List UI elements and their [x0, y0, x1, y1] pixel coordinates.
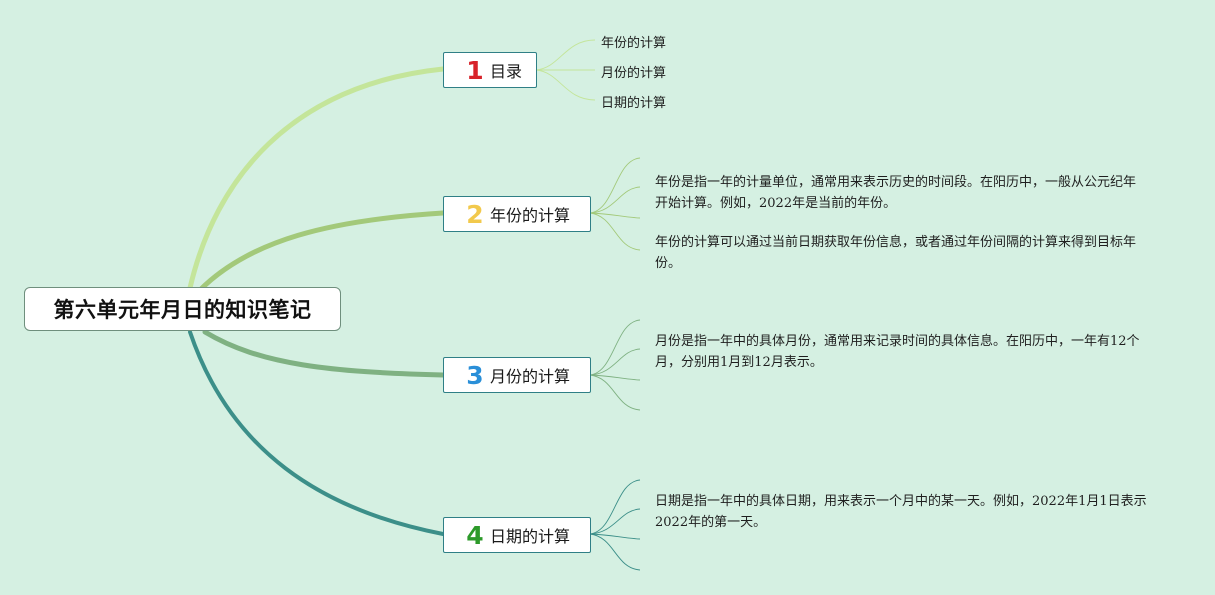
branch-node-4[interactable]: 4 日期的计算 — [443, 517, 591, 553]
note-text: 月份是指一年中的具体月份，通常用来记录时间的具体信息。在阳历中，一年有12个月，… — [655, 334, 1140, 370]
number-badge-2: 2 — [466, 199, 484, 229]
branch-node-2[interactable]: 2 年份的计算 — [443, 196, 591, 232]
branch-label-4: 日期的计算 — [490, 527, 571, 546]
leaf-label: 日期的计算 — [601, 96, 667, 111]
leaf-label: 月份的计算 — [601, 66, 667, 81]
branch-line-2 — [197, 210, 446, 293]
branch-line-3 — [202, 329, 446, 378]
root-title: 第六单元年月日的知识笔记 — [53, 298, 312, 322]
note-text: 年份的计算可以通过当前日期获取年份信息，或者通过年份间隔的计算来得到目标年份。 — [655, 235, 1137, 271]
leaf-fan-2 — [589, 157, 641, 251]
branch-line-4 — [188, 330, 445, 536]
branch-node-1[interactable]: 1 目录 — [443, 52, 537, 88]
branch-node-3[interactable]: 3 月份的计算 — [443, 357, 591, 393]
branch-line-1 — [187, 66, 446, 291]
branch-label-1: 目录 — [490, 62, 523, 81]
leaf-fan-3 — [589, 319, 641, 411]
note-paragraph: 月份是指一年中的具体月份，通常用来记录时间的具体信息。在阳历中，一年有12个月，… — [655, 331, 1147, 373]
branch-label-3: 月份的计算 — [490, 367, 571, 386]
root-topic[interactable]: 第六单元年月日的知识笔记 — [24, 287, 341, 331]
leaf-topic[interactable]: 月份的计算 — [601, 62, 666, 81]
leaf-fan-4 — [589, 479, 641, 571]
leaf-label: 年份的计算 — [601, 36, 667, 51]
number-badge-4: 4 — [466, 520, 484, 550]
note-paragraph: 日期是指一年中的具体日期，用来表示一个月中的某一天。例如，2022年1月1日表示… — [655, 491, 1147, 533]
leaf-topic[interactable]: 日期的计算 — [601, 92, 666, 111]
leaf-topic[interactable]: 年份的计算 — [601, 32, 666, 51]
number-badge-1: 1 — [466, 55, 484, 85]
note-text: 日期是指一年中的具体日期，用来表示一个月中的某一天。例如，2022年1月1日表示… — [655, 494, 1147, 530]
number-badge-3: 3 — [466, 360, 484, 390]
branch-label-2: 年份的计算 — [490, 206, 571, 225]
note-paragraph: 年份的计算可以通过当前日期获取年份信息，或者通过年份间隔的计算来得到目标年份。 — [655, 232, 1147, 274]
note-text: 年份是指一年的计量单位，通常用来表示历史的时间段。在阳历中，一般从公元纪年开始计… — [655, 175, 1137, 211]
leaf-fan-1 — [535, 39, 596, 101]
note-paragraph: 年份是指一年的计量单位，通常用来表示历史的时间段。在阳历中，一般从公元纪年开始计… — [655, 172, 1147, 214]
